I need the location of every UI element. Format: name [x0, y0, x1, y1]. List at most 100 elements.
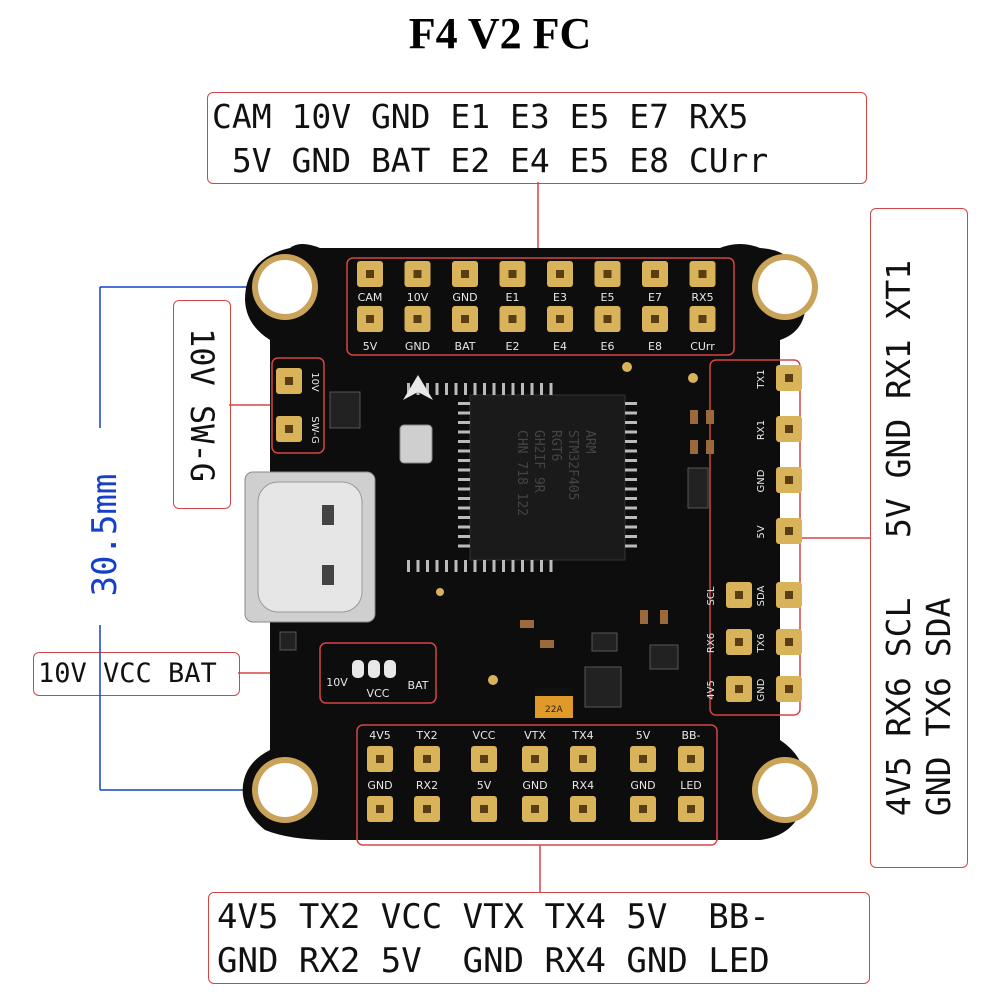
- top-pad-label-e1: E1: [506, 291, 520, 304]
- bottom-pad2-rx4: [570, 796, 596, 822]
- chip-pin: [625, 459, 637, 462]
- bottom-pad2-rx2: [414, 796, 440, 822]
- bottom-pad2-label-gnd: GND: [522, 779, 547, 792]
- top-pin-label-row2: 5V GND BAT E2 E4 E5 E8 CUrr: [212, 141, 769, 180]
- chip-pin: [473, 383, 477, 395]
- chip-pin: [435, 383, 439, 395]
- chip-pin: [492, 560, 496, 572]
- bottom-pad-5v: [630, 746, 656, 772]
- chip-pin: [464, 560, 467, 572]
- chip-pin: [625, 497, 637, 500]
- top-pad2-label-e8: E8: [648, 340, 662, 353]
- left-pad-10v: [276, 368, 302, 394]
- top-pad-label-10v: 10V: [407, 291, 429, 304]
- chip-pin: [458, 449, 470, 453]
- top-pad2-label-e4: E4: [553, 340, 567, 353]
- pads-layer: [276, 261, 802, 822]
- right-pin-label-box: 4V5 RX6 SCL 5V GND RX1 XT1 GND TX6 SDA: [870, 208, 968, 868]
- right-pad-rx1: [776, 416, 802, 442]
- top-pad2-gnd: [404, 306, 431, 332]
- bottom-pad2-led: [678, 796, 704, 822]
- bottom-pad2-label-led: LED: [680, 779, 702, 792]
- chip-pin: [492, 383, 496, 395]
- bottom-pad2-label-rx2: RX2: [416, 779, 438, 792]
- top-pin-label-box: CAM 10V GND E1 E3 E5 E7 RX5 5V GND BAT E…: [207, 92, 867, 184]
- bottom-pad-vtx: [522, 746, 548, 772]
- right-pad-gnd: [776, 467, 802, 493]
- chip-pin: [483, 383, 486, 395]
- left-pad-label-swg: SW-G: [309, 416, 320, 444]
- chip-pin: [549, 383, 553, 395]
- mount-hole-bottom-right: [752, 757, 818, 823]
- bottom-pad2-label-gnd: GND: [630, 779, 655, 792]
- dimension-label: 30.5mm: [85, 473, 125, 597]
- right-lower-pad2-gnd: [776, 676, 802, 702]
- component: [329, 391, 361, 429]
- right-lower-pad-scl: [726, 582, 752, 608]
- chip-pin: [464, 383, 467, 395]
- mount-hole-top-right: [752, 254, 818, 320]
- tantalum-capacitor: 22A: [535, 688, 573, 718]
- right-lower-label2-tx6: TX6: [756, 633, 767, 653]
- top-pad2-e2: [499, 306, 526, 332]
- chip-pin: [625, 440, 637, 443]
- chip-pin: [549, 560, 553, 572]
- right-lower-pad2-sda: [776, 582, 802, 608]
- bottom-pad-label-vtx: VTX: [524, 729, 546, 742]
- right-lower-label-rx6: RX6: [706, 633, 717, 653]
- chip-pin: [458, 497, 470, 500]
- chip-pin: [426, 560, 429, 572]
- bottom-pad2-5v: [471, 796, 497, 822]
- component: [591, 632, 618, 652]
- chip-pin: [625, 411, 637, 415]
- bottom-pad2-gnd: [630, 796, 656, 822]
- chip-pin: [454, 560, 458, 572]
- bottom-pad2-label-rx4: RX4: [572, 779, 594, 792]
- mcu-chip: ARMSTM32F405RGT6GH2IF 9RCHN 718 122: [407, 383, 637, 572]
- bottom-pad2-label-5v: 5V: [477, 779, 492, 792]
- jumper-group-outline: [319, 642, 437, 704]
- top-pad2-bat: [452, 306, 478, 332]
- chip-pin: [625, 421, 637, 424]
- right-pad-tx1: [776, 365, 802, 391]
- chip-pin: [502, 560, 505, 572]
- chip-marking-line: STM32F405: [565, 430, 580, 500]
- bottom-pad-group-outline: [356, 724, 718, 846]
- chip-pin: [407, 560, 410, 572]
- chip-marking-line: RGT6: [548, 430, 563, 461]
- top-pad2-e6: [594, 306, 621, 332]
- chip-pin: [511, 383, 515, 395]
- chip-pin: [458, 487, 470, 491]
- top-pad-label-e5: E5: [601, 291, 615, 304]
- chip-pin: [458, 459, 470, 462]
- chip-pin: [458, 402, 470, 405]
- chip-pin: [458, 478, 470, 481]
- top-pad2-e4: [547, 306, 573, 332]
- top-pad-gnd: [452, 261, 478, 287]
- top-pad-rx5: [689, 261, 716, 287]
- chip-pin: [625, 430, 637, 434]
- bottom-pin-label-row2: GND RX2 5V GND RX4 GND LED: [217, 941, 770, 981]
- component: [687, 467, 709, 509]
- top-pad2-label-5v: 5V: [363, 340, 378, 353]
- chip-pin: [458, 544, 470, 548]
- top-pad2-e8: [642, 306, 668, 332]
- dimension-label-box: 30.5mm: [70, 460, 140, 610]
- chip-pin: [473, 560, 477, 572]
- usb-c-port: [244, 471, 376, 623]
- top-pad-e1: [499, 261, 526, 287]
- right-pad-label-gnd: GND: [756, 469, 767, 492]
- bottom-pad-label-5v: 5V: [636, 729, 651, 742]
- component: [279, 631, 297, 651]
- chip-pin: [540, 383, 543, 395]
- top-pin-label-row1: CAM 10V GND E1 E3 E5 E7 RX5: [212, 97, 749, 136]
- bottom-pin-label-box: 4V5 TX2 VCC VTX TX4 5V BB- GND RX2 5V GN…: [208, 892, 870, 984]
- chip-pin: [458, 440, 470, 443]
- top-pad2-label-gnd: GND: [405, 340, 430, 353]
- chip-pin: [625, 535, 637, 538]
- component: [540, 640, 554, 648]
- chip-pin: [445, 383, 448, 395]
- jumper-left-pad: [352, 660, 364, 678]
